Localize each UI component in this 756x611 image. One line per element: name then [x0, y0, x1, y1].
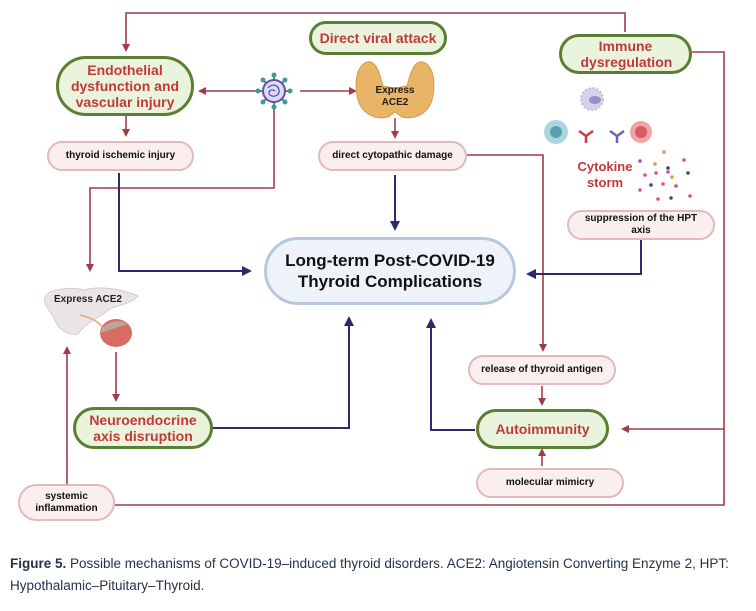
- thyroid-express-ace2-label: Express ACE2: [375, 85, 415, 108]
- macrophage-icon: [580, 87, 604, 111]
- cytokine-storm-label: Cytokine storm: [577, 159, 633, 190]
- immune-cell-icon: [544, 120, 652, 144]
- cytokine-dot: [686, 171, 690, 175]
- thyroid-gland-icon: [355, 61, 435, 119]
- cytokine-dot: [649, 183, 653, 187]
- central-outcome-label: Long-term Post-COVID-19 Thyroid Complica…: [285, 251, 495, 291]
- cytokine-dot: [656, 197, 660, 201]
- cytokine-dot: [654, 171, 658, 175]
- caption-text: Possible mechanisms of COVID-19–induced …: [10, 556, 729, 593]
- neuroendocrine-label: Neuroendocrine axis disruption: [89, 412, 197, 444]
- arrow-immune-to-autoimmunity: [621, 51, 725, 433]
- cytokine-dot: [674, 184, 678, 188]
- thyroid-ischemic-injury-label: thyroid ischemic injury: [65, 150, 176, 161]
- autoimmunity-label: Autoimmunity: [495, 421, 590, 437]
- cytokine-dot: [670, 175, 674, 179]
- direct-viral-attack-label: Direct viral attack: [319, 30, 437, 46]
- cytokine-dot: [638, 188, 642, 192]
- connector-layer: [43, 12, 725, 506]
- figure-caption: Figure 5. Possible mechanisms of COVID-1…: [10, 553, 740, 597]
- thyroid-ischemic-injury-node: thyroid ischemic injury: [47, 141, 194, 171]
- cytokine-dot: [682, 158, 686, 162]
- cytokine-dot: [653, 162, 657, 166]
- pituitary-express-ace2-label: Express ACE2: [54, 294, 122, 305]
- immune-dysregulation-node: Immune dysregulation: [559, 34, 692, 74]
- molecular-mimicry-node: molecular mimicry: [476, 468, 624, 498]
- molecular-mimicry-label: molecular mimicry: [505, 477, 595, 488]
- cytokine-dot: [666, 170, 670, 174]
- caption-label: Figure 5.: [10, 556, 67, 571]
- coronavirus-icon: [255, 72, 293, 110]
- arrow-virus-to-pituitary: [86, 108, 275, 272]
- cytokine-dot: [638, 159, 642, 163]
- suppression-hpt-node: suppression of the HPT axis: [567, 210, 715, 240]
- arrow-hpt-to-central: [526, 240, 642, 279]
- arrow-immune-to-endothelial: [122, 12, 626, 52]
- pituitary-gland-icon: [43, 287, 139, 347]
- arrow-ischemic-to-central: [118, 173, 252, 276]
- arrow-cytopathic-to-antigen: [467, 154, 547, 352]
- cytokine-dot: [666, 166, 670, 170]
- cytokine-dot: [669, 196, 673, 200]
- direct-cytopathic-damage-node: direct cytopathic damage: [318, 141, 467, 171]
- mechanism-diagram: Endothelial dysfunction and vascular inj…: [18, 12, 725, 521]
- direct-cytopathic-damage-label: direct cytopathic damage: [332, 150, 453, 161]
- autoimmunity-node: Autoimmunity: [476, 409, 609, 449]
- systemic-inflammation-label: systemic inflammation: [35, 490, 98, 514]
- release-thyroid-antigen-node: release of thyroid antigen: [468, 355, 616, 385]
- cytokine-dot: [688, 194, 692, 198]
- immune-dysregulation-label: Immune dysregulation: [580, 38, 673, 70]
- cytokine-dot: [661, 182, 665, 186]
- suppression-hpt-label: suppression of the HPT axis: [584, 213, 698, 236]
- endothelial-dysfunction-node: Endothelial dysfunction and vascular inj…: [56, 56, 194, 116]
- cytokine-particles-icon: [638, 150, 692, 201]
- arrow-neuroendocrine-to-central: [213, 316, 354, 429]
- cytokine-dot: [643, 173, 647, 177]
- direct-viral-attack-node: Direct viral attack: [309, 21, 447, 55]
- release-thyroid-antigen-label: release of thyroid antigen: [481, 364, 603, 375]
- neuroendocrine-node: Neuroendocrine axis disruption: [73, 407, 213, 449]
- endothelial-dysfunction-label: Endothelial dysfunction and vascular inj…: [70, 62, 180, 110]
- cytokine-dot: [662, 150, 666, 154]
- systemic-inflammation-node: systemic inflammation: [18, 484, 115, 521]
- arrow-autoimmunity-to-central: [426, 318, 475, 431]
- central-outcome-node: Long-term Post-COVID-19 Thyroid Complica…: [264, 237, 516, 305]
- line-inflammation-to-right: [115, 429, 725, 506]
- antibody-icon: [578, 129, 625, 143]
